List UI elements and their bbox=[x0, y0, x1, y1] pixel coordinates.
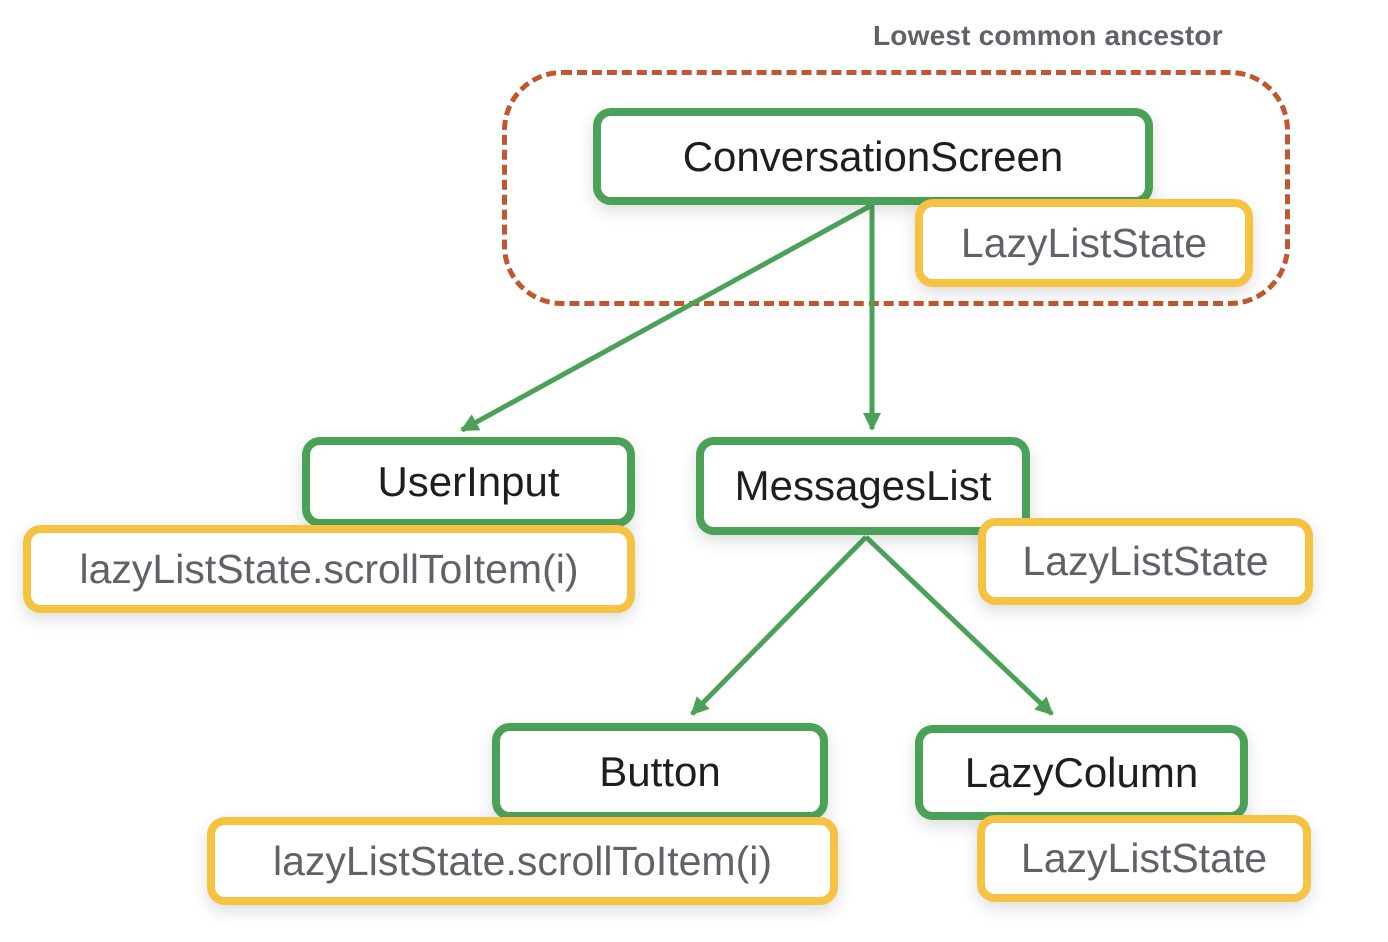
tag-messageslist-lazyliststate: LazyListState bbox=[978, 518, 1313, 605]
tag-button-scrolltoitem-label: lazyListState.scrollToItem(i) bbox=[273, 837, 772, 884]
tag-conversationscreen-lazyliststate: LazyListState bbox=[915, 199, 1253, 287]
tag-messageslist-lazyliststate-label: LazyListState bbox=[1022, 538, 1269, 584]
node-userinput-label: UserInput bbox=[377, 458, 560, 505]
node-conversationscreen: ConversationScreen bbox=[593, 108, 1153, 205]
node-messageslist: MessagesList bbox=[696, 437, 1030, 535]
edge-conversationscreen-userinput bbox=[460, 202, 874, 433]
node-button-label: Button bbox=[599, 747, 721, 795]
node-button: Button bbox=[492, 723, 828, 820]
node-lazycolumn: LazyColumn bbox=[915, 725, 1248, 820]
tag-lazycolumn-lazyliststate-label: LazyListState bbox=[1020, 835, 1268, 881]
node-conversationscreen-label: ConversationScreen bbox=[682, 132, 1064, 180]
edge-messageslist-button bbox=[690, 535, 868, 716]
edge-messageslist-lazycolumn bbox=[864, 535, 1054, 716]
node-userinput: UserInput bbox=[302, 437, 635, 527]
node-lazycolumn-label: LazyColumn bbox=[964, 748, 1199, 796]
tag-button-scrolltoitem: lazyListState.scrollToItem(i) bbox=[207, 817, 838, 905]
tag-lazycolumn-lazyliststate: LazyListState bbox=[977, 815, 1311, 902]
tag-conversationscreen-lazyliststate-label: LazyListState bbox=[960, 219, 1208, 266]
node-messageslist-label: MessagesList bbox=[734, 462, 992, 509]
lowest-common-ancestor-label: Lowest common ancestor bbox=[873, 20, 1223, 51]
tag-userinput-scrolltoitem: lazyListState.scrollToItem(i) bbox=[23, 525, 635, 613]
tag-userinput-scrolltoitem-label: lazyListState.scrollToItem(i) bbox=[79, 545, 579, 592]
lowest-common-ancestor-outline bbox=[502, 70, 1290, 306]
